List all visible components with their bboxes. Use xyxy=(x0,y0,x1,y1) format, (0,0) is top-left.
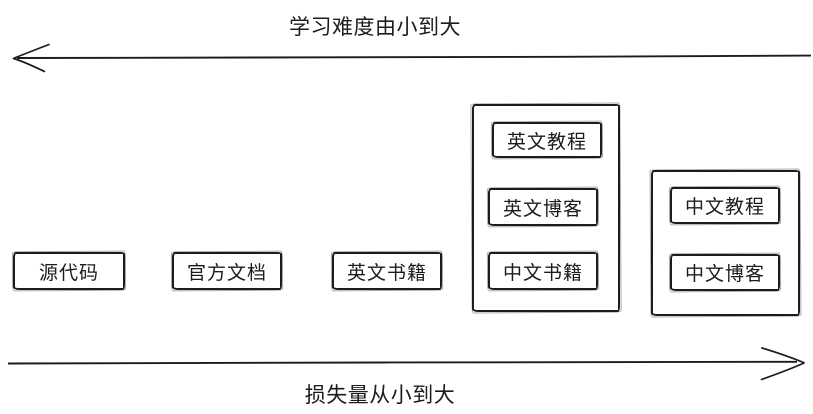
node-chinese-tutorial: 中文教程 xyxy=(670,187,780,224)
node-english-tutorial-label: 英文教程 xyxy=(506,131,587,153)
node-official-docs: 官方文档 xyxy=(172,252,282,290)
node-chinese-books: 中文书籍 xyxy=(488,252,598,290)
node-english-tutorial: 英文教程 xyxy=(492,122,602,158)
node-chinese-books-label: 中文书籍 xyxy=(502,262,583,284)
right-arrow-icon xyxy=(7,347,805,381)
left-arrow-icon xyxy=(12,43,812,73)
group-box-2: 中文教程 中文博客 xyxy=(651,170,800,316)
node-english-blog-label: 英文博客 xyxy=(502,198,583,220)
node-source-code-label: 源代码 xyxy=(38,262,99,284)
node-chinese-blog: 中文博客 xyxy=(670,254,780,291)
node-english-blog: 英文博客 xyxy=(488,188,598,226)
node-chinese-blog-label: 中文博客 xyxy=(684,264,765,285)
group-box-1: 英文教程 英文博客 中文书籍 xyxy=(472,104,620,312)
node-english-books: 英文书籍 xyxy=(332,252,442,290)
node-english-books-label: 英文书籍 xyxy=(346,262,427,284)
node-source-code: 源代码 xyxy=(13,252,125,290)
loss-axis-label: 损失量从小到大 xyxy=(304,384,456,407)
node-official-docs-label: 官方文档 xyxy=(186,262,267,284)
difficulty-axis-label: 学习难度由小到大 xyxy=(289,16,461,39)
node-chinese-tutorial-label: 中文教程 xyxy=(684,197,765,218)
